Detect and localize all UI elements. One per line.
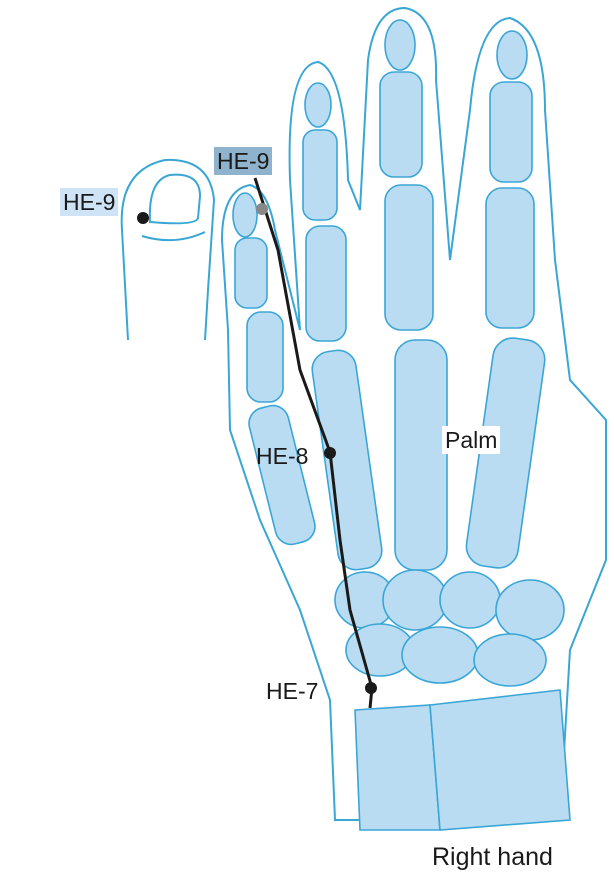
figure-caption: Right hand [432, 843, 553, 871]
he9-main-point [256, 203, 268, 215]
he9-main-label: HE-9 [214, 147, 273, 175]
inset-finger [120, 158, 216, 341]
he8-point [324, 447, 336, 459]
middle-finger-bones [379, 19, 448, 571]
palm-label: Palm [442, 426, 501, 454]
he8-label: HE-8 [256, 443, 309, 469]
little-finger-bones [232, 192, 316, 546]
index-finger-bones [465, 30, 546, 569]
he9-inset-point [137, 212, 149, 224]
heart-channel-line [253, 177, 374, 709]
he7-point [365, 682, 377, 694]
he7-label: HE-7 [266, 678, 319, 704]
ring-finger-bones [302, 82, 383, 571]
he9-inset-label: HE-9 [60, 188, 119, 216]
carpal-bones [334, 569, 571, 831]
